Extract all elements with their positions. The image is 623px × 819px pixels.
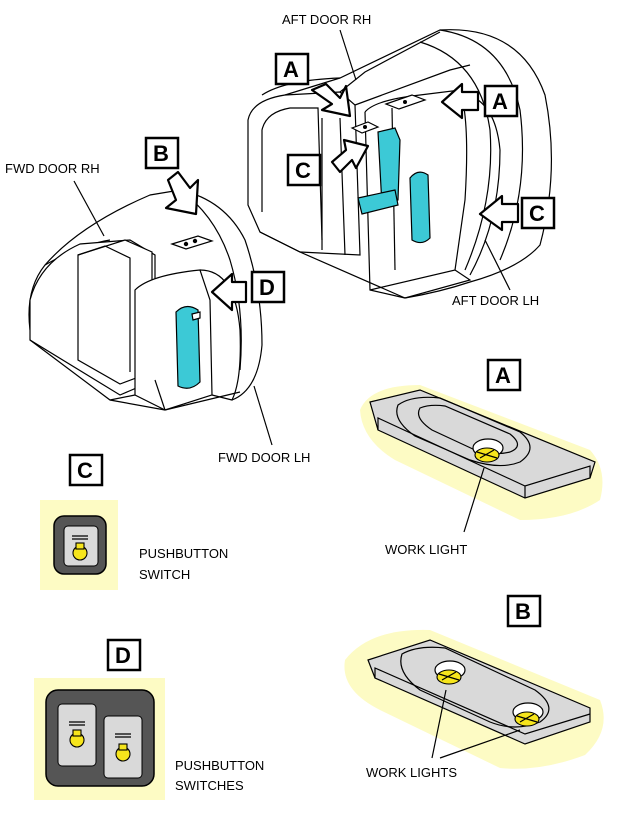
- bulb-icon: [115, 733, 131, 762]
- detail-box-d: [106, 638, 142, 672]
- label-pushbutton-switches-2: SWITCHES: [175, 778, 244, 793]
- label-pushbutton-switch-2: SWITCH: [139, 567, 190, 582]
- label-pushbutton-switches-1: PUSHBUTTON: [175, 758, 264, 773]
- detail-label-a: A: [495, 363, 511, 388]
- detail-label-b: B: [515, 599, 531, 624]
- arrow-c-left: [330, 138, 370, 174]
- detail-c: C PUSHBUTTON SWITCH: [40, 453, 228, 590]
- label-fwd-door-rh: FWD DOOR RH: [5, 161, 100, 176]
- callout-a-right: A: [492, 89, 508, 114]
- fwd-seat: [175, 305, 201, 389]
- detail-box-c: [68, 453, 104, 487]
- detail-label-d: D: [115, 643, 131, 668]
- bulb-icon: [72, 535, 88, 561]
- callout-c-left: C: [295, 158, 311, 183]
- arrow-a-left: [310, 82, 352, 118]
- arrow-b: [164, 170, 200, 216]
- aft-seat-base: [357, 189, 399, 215]
- callout-a-left: A: [283, 57, 299, 82]
- callout-c-right: C: [529, 201, 545, 226]
- label-pushbutton-switch-1: PUSHBUTTON: [139, 546, 228, 561]
- label-aft-door-rh: AFT DOOR RH: [282, 12, 371, 27]
- aft-seat-right: [409, 171, 431, 244]
- bulb-icon: [69, 721, 85, 748]
- label-aft-door-lh: AFT DOOR LH: [452, 293, 539, 308]
- label-work-lights: WORK LIGHTS: [366, 765, 457, 780]
- callout-box-c-left: [286, 153, 322, 187]
- callout-box-c-right: [520, 196, 556, 230]
- detail-b: B WORK LIGHTS: [344, 594, 604, 780]
- arrow-d: [210, 272, 248, 312]
- callout-b: B: [153, 141, 169, 166]
- label-work-light: WORK LIGHT: [385, 542, 467, 557]
- callout-box-a-right: [483, 84, 519, 118]
- arrow-a-right: [440, 82, 480, 120]
- detail-box-a: [486, 358, 522, 392]
- callout-box-d: [250, 270, 286, 304]
- detail-box-b: [506, 594, 542, 628]
- callout-box-a-left: [274, 52, 310, 86]
- fwd-cabin-drawing: [28, 189, 263, 411]
- callout-d: D: [259, 275, 275, 300]
- arrow-c-right: [478, 194, 520, 232]
- detail-label-c: C: [77, 458, 93, 483]
- detail-a: A WORK LIGHT: [360, 358, 603, 557]
- label-fwd-door-lh: FWD DOOR LH: [218, 450, 310, 465]
- detail-d: D PUSHBUTTON SWITCHES: [34, 638, 264, 800]
- callout-box-b: [144, 136, 180, 170]
